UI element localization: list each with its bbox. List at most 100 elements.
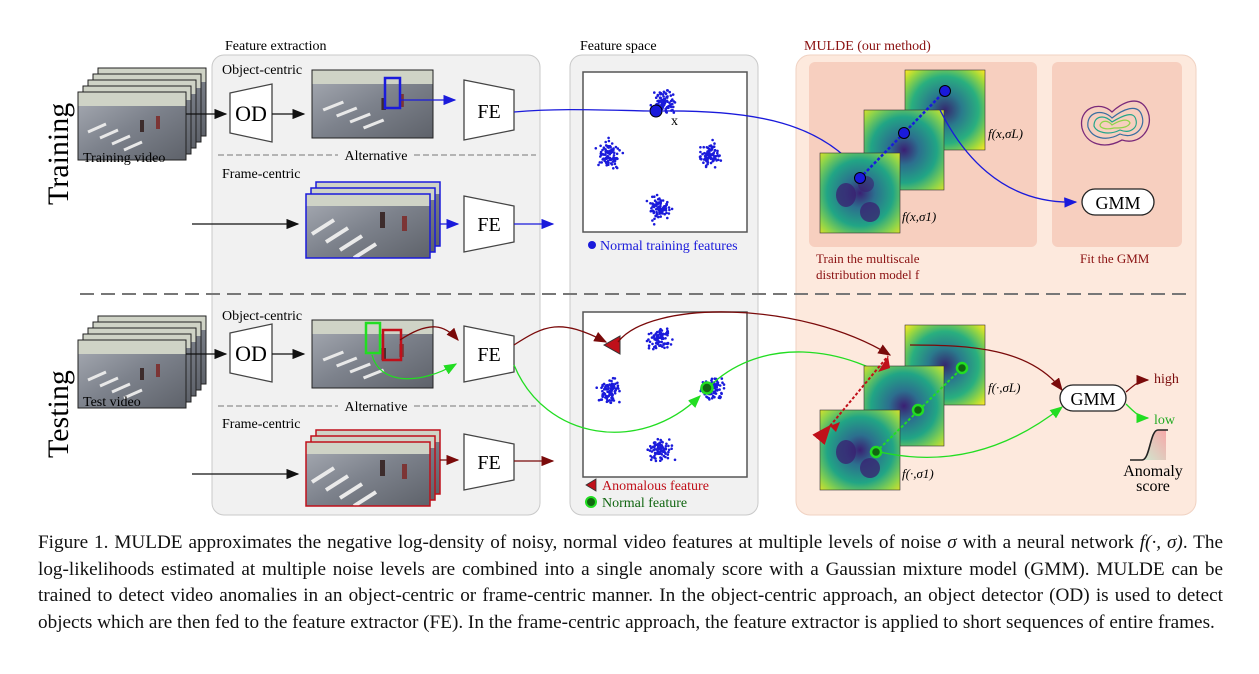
- feature-dot: [718, 396, 721, 399]
- fe-label-test: FE: [477, 344, 500, 366]
- feature-dot: [665, 342, 668, 345]
- feature-dot: [670, 343, 673, 346]
- feature-dot: [666, 89, 669, 92]
- fe-label-train-frame: FE: [477, 214, 500, 236]
- feature-dot: [666, 217, 669, 220]
- feature-dot: [600, 161, 603, 164]
- feature-dot: [655, 96, 658, 99]
- feature-dot: [668, 206, 671, 209]
- feature-dot: [613, 151, 616, 154]
- feature-dot: [603, 160, 606, 163]
- feature-dot: [616, 153, 619, 156]
- mulde-title: MULDE (our method): [804, 39, 931, 54]
- feature-dot: [723, 387, 726, 390]
- gmm-label-train: GMM: [1095, 193, 1140, 213]
- feature-dot: [711, 139, 714, 142]
- feature-dot: [668, 91, 671, 94]
- feature-dot: [610, 162, 613, 165]
- feature-dot: [603, 392, 606, 395]
- feature-dot: [668, 212, 671, 215]
- od-label-train: OD: [235, 101, 267, 126]
- feature-dot: [653, 441, 656, 444]
- feature-dot: [654, 444, 657, 447]
- feature-dot: [654, 199, 657, 202]
- feature-dot: [622, 152, 625, 155]
- feature-dot: [655, 460, 658, 463]
- feature-dot: [648, 344, 651, 347]
- feature-dot: [608, 140, 611, 143]
- feature-dot: [595, 386, 598, 389]
- feature-dot: [663, 455, 666, 458]
- frame-stack-test: [306, 430, 440, 506]
- figure-caption: Figure 1. MULDE approximates the negativ…: [38, 530, 1223, 636]
- feature-dot: [614, 392, 617, 395]
- feature-dot: [667, 451, 670, 454]
- caption-part1: Figure 1. MULDE approximates the negativ…: [38, 532, 947, 553]
- caption-sigma: σ: [947, 532, 956, 553]
- f-bottom-train: f(x,σ1): [902, 209, 936, 224]
- feature-dot: [653, 455, 656, 458]
- od-label-test: OD: [235, 341, 267, 366]
- feature-dot: [660, 335, 663, 338]
- feature-dot: [716, 382, 719, 385]
- feature-dot: [661, 212, 664, 215]
- feature-dot: [648, 347, 651, 350]
- feature-dot: [612, 167, 615, 170]
- feature-dot: [610, 148, 613, 151]
- feature-dot: [650, 207, 653, 210]
- feature-dot: [711, 147, 714, 150]
- feature-dot: [662, 337, 665, 340]
- feature-dot: [662, 449, 665, 452]
- normal-feature-marker: [702, 383, 713, 394]
- frame-stack-train: [306, 182, 440, 258]
- training-video-label: Training video: [83, 151, 165, 166]
- feature-dot: [699, 155, 702, 158]
- feature-x-label: x: [671, 114, 678, 129]
- feature-dot: [668, 438, 671, 441]
- feature-dot: [599, 145, 602, 148]
- feature-dot: [655, 452, 658, 455]
- feature-dot: [606, 150, 609, 153]
- object-centric-label-train: Object-centric: [222, 63, 302, 78]
- feature-dot: [607, 387, 610, 390]
- feature-dot: [604, 388, 607, 391]
- feature-dot: [666, 346, 669, 349]
- feature-dot: [667, 453, 670, 456]
- feature-dot: [672, 93, 675, 96]
- feature-dot: [665, 207, 668, 210]
- f-top-train: f(x,σL): [988, 126, 1023, 141]
- feature-dot: [650, 332, 653, 335]
- feature-dot: [661, 453, 664, 456]
- f-bottom-test: f(·,σ1): [902, 466, 934, 481]
- feature-x-point: [650, 105, 662, 117]
- feature-dot: [663, 91, 666, 94]
- legend-normal-training: Normal training features: [600, 239, 738, 254]
- feature-dot: [601, 390, 604, 393]
- feature-dot: [614, 160, 617, 163]
- feature-dot: [659, 215, 662, 218]
- training-row-label: Training: [42, 103, 75, 205]
- feature-dot: [665, 445, 668, 448]
- feature-dot: [660, 92, 663, 95]
- feature-dot: [665, 212, 668, 215]
- feature-dot: [660, 341, 663, 344]
- feature-dot: [649, 341, 652, 344]
- feature-dot: [598, 399, 601, 402]
- feature-dot: [672, 106, 675, 109]
- feature-dot: [663, 98, 666, 101]
- feature-dot: [665, 443, 668, 446]
- feature-dot: [652, 348, 655, 351]
- feature-dot: [658, 448, 661, 451]
- feature-dot: [611, 142, 614, 145]
- feature-dot: [659, 344, 662, 347]
- feature-dot: [597, 164, 600, 167]
- feature-dot: [602, 157, 605, 160]
- object-centric-label-test: Object-centric: [222, 309, 302, 324]
- feature-dot: [659, 96, 662, 99]
- feature-dot: [609, 393, 612, 396]
- train-label-1: Train the multiscale: [816, 251, 920, 266]
- feature-dot: [651, 196, 654, 199]
- feature-dot: [657, 342, 660, 345]
- frame-centric-label-train: Frame-centric: [222, 167, 301, 182]
- feature-dot: [702, 146, 705, 149]
